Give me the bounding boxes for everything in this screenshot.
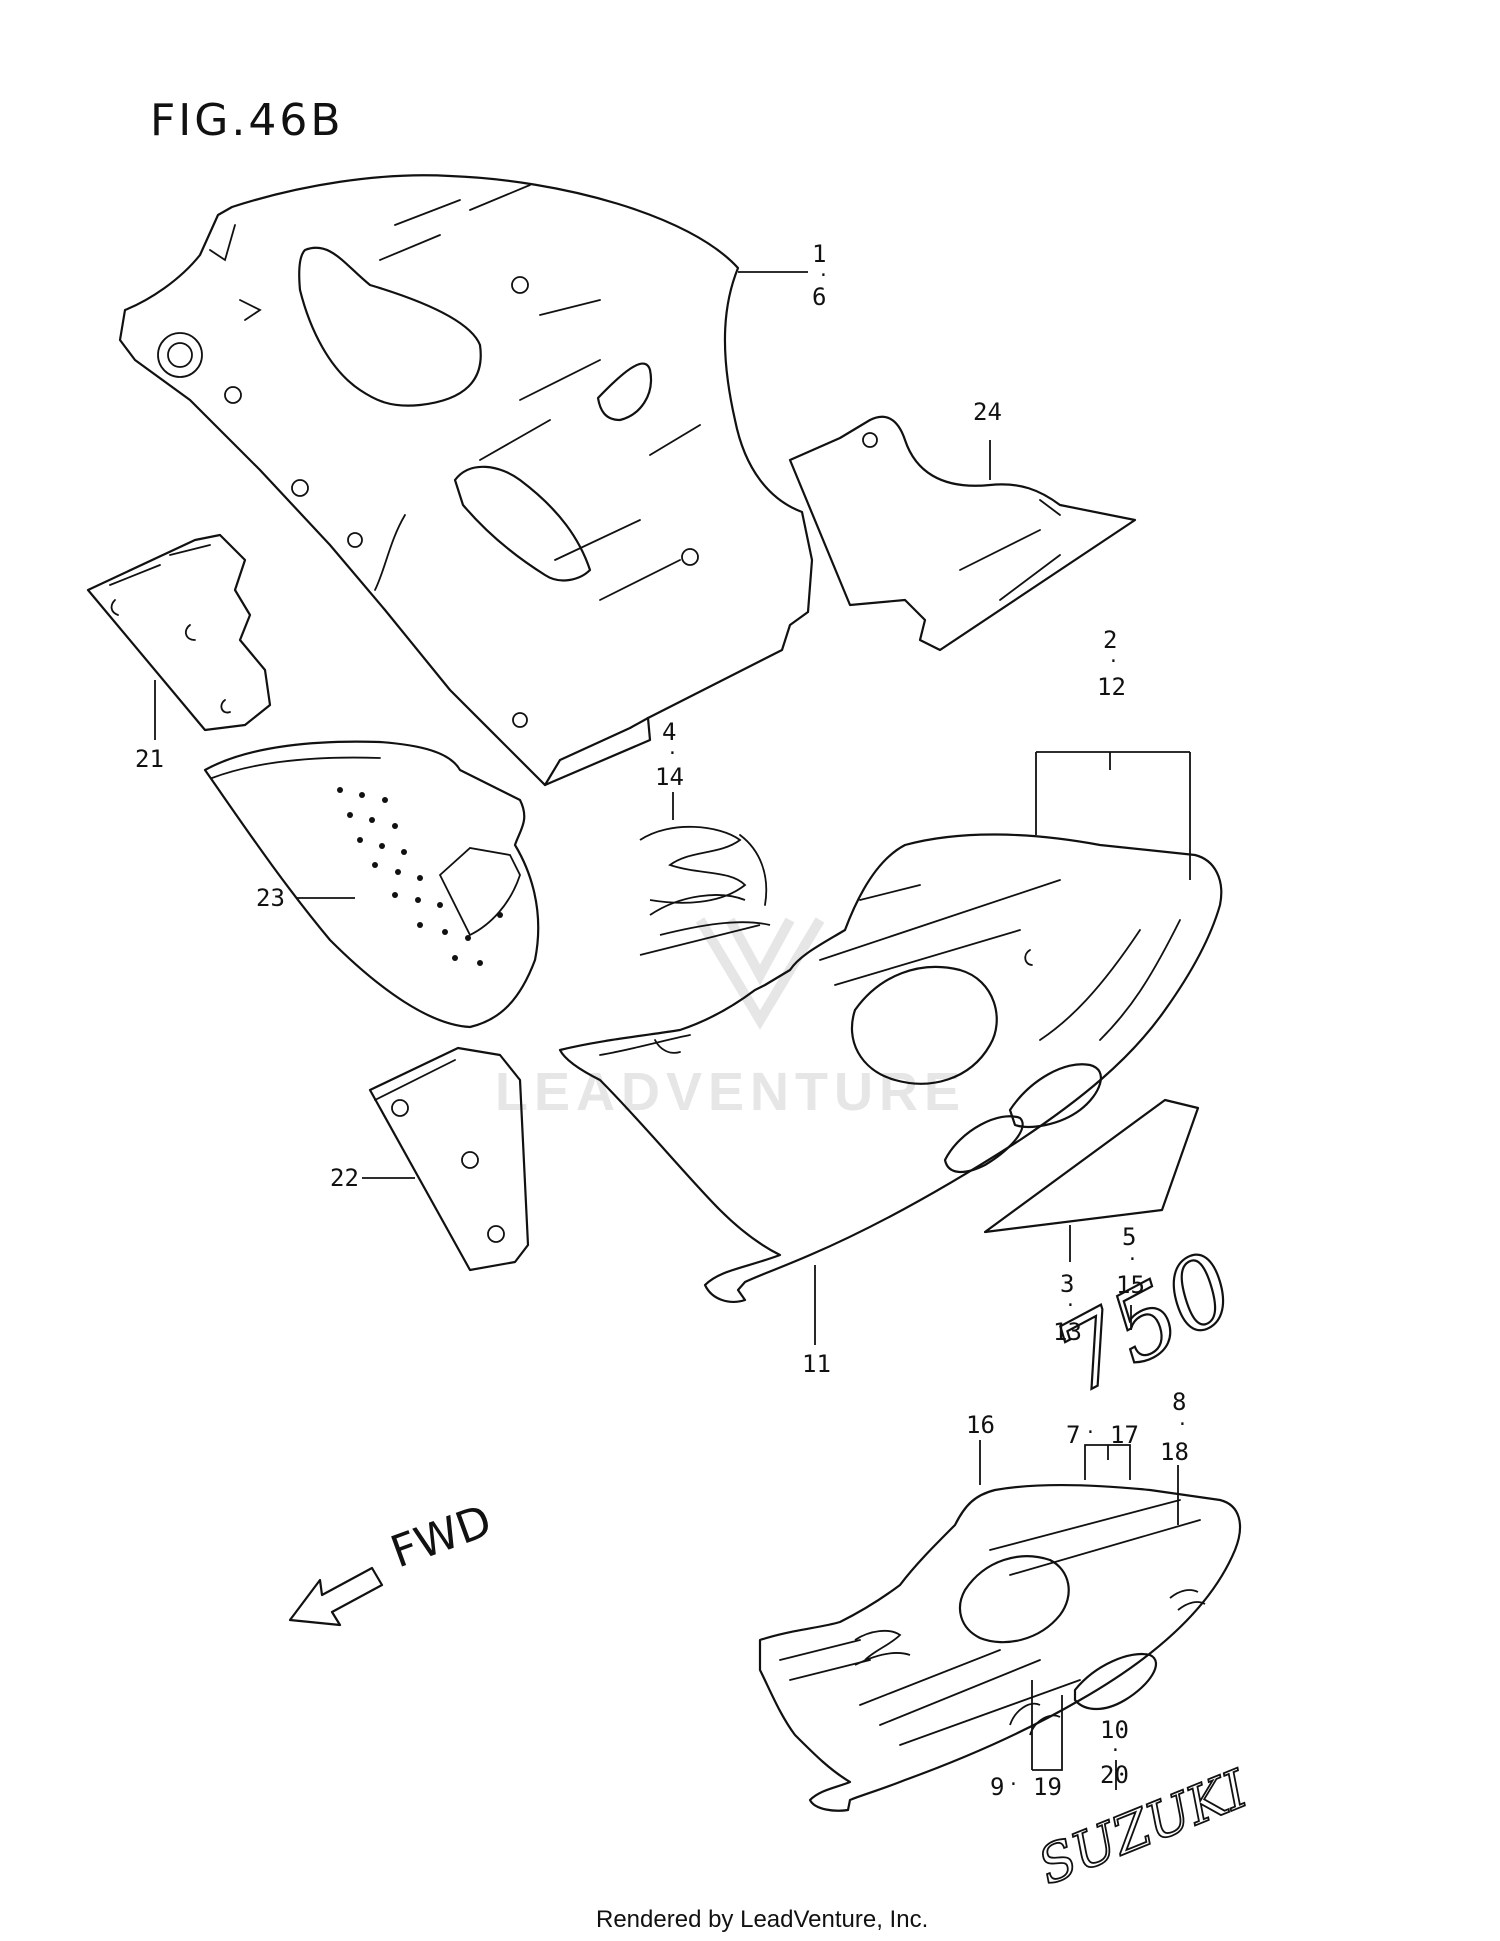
- callout-21: 21: [135, 745, 164, 773]
- callout-19: 19: [1033, 1773, 1062, 1801]
- callout-1: 1: [812, 240, 826, 268]
- callout-11: 11: [802, 1350, 831, 1378]
- callout-7: 7: [1066, 1421, 1080, 1449]
- svg-text:·: ·: [1085, 1422, 1096, 1443]
- inner-panel-part-24[interactable]: [788, 415, 1137, 652]
- perforation-holes: [337, 787, 503, 966]
- perforated-panel-part-23[interactable]: [203, 740, 540, 1029]
- svg-text:·: ·: [667, 743, 678, 764]
- fwd-label: FWD: [384, 1495, 498, 1578]
- callout-12: 12: [1097, 673, 1126, 701]
- figure-title: FIG.46B: [150, 95, 344, 146]
- callout-15: 15: [1116, 1271, 1145, 1299]
- callout-24: 24: [973, 398, 1002, 426]
- svg-text:·: ·: [1065, 1295, 1076, 1316]
- callout-3: 3: [1060, 1270, 1074, 1298]
- callout-22: 22: [330, 1164, 359, 1192]
- svg-text:·: ·: [1008, 1774, 1019, 1795]
- callout-16: 16: [966, 1411, 995, 1439]
- cover-plate-part-22[interactable]: [368, 1046, 530, 1272]
- forward-direction-indicator: FWD: [288, 1495, 498, 1627]
- callout-6: 6: [812, 283, 826, 311]
- svg-text:·: ·: [1108, 651, 1119, 672]
- side-fairing-part-1[interactable]: [118, 174, 814, 787]
- svg-text:·: ·: [818, 265, 829, 286]
- callout-18: 18: [1160, 1438, 1189, 1466]
- callout-2: 2: [1103, 626, 1117, 654]
- callout-20: 20: [1100, 1761, 1129, 1789]
- suzuki-decal-text: SUZUKI: [1030, 1759, 1257, 1897]
- leadventure-watermark: LEADVENTURE: [495, 917, 966, 1122]
- svg-text:·: ·: [1177, 1414, 1188, 1435]
- forward-arrow-icon: [288, 1566, 384, 1627]
- callout-10: 10: [1100, 1716, 1129, 1744]
- gsxr-decal-part-4[interactable]: [639, 825, 771, 956]
- callout-13: 13: [1053, 1318, 1082, 1346]
- callout-23: 23: [256, 884, 285, 912]
- footer-credit: Rendered by LeadVenture, Inc.: [596, 1906, 928, 1933]
- upper-fairing-part-2[interactable]: [558, 833, 1223, 1303]
- callout-14: 14: [655, 763, 684, 791]
- watermark-text: LEADVENTURE: [495, 1062, 966, 1122]
- leader-lines: [154, 271, 1191, 1790]
- callout-8: 8: [1172, 1388, 1186, 1416]
- callout-17: 17: [1110, 1421, 1139, 1449]
- callout-9: 9: [990, 1773, 1004, 1801]
- svg-text:·: ·: [1127, 1249, 1138, 1270]
- svg-text:·: ·: [1110, 1740, 1121, 1761]
- bracket-panel-part-21[interactable]: [86, 533, 272, 732]
- assembled-upper-fairing-part-16[interactable]: [758, 1483, 1242, 1812]
- suzuki-decal-part-10[interactable]: SUZUKI: [1029, 1758, 1257, 1898]
- callout-5: 5: [1122, 1223, 1136, 1251]
- callout-4: 4: [662, 718, 676, 746]
- callout-labels: 1 · 6 24 2 · 12 21 4 · 14 23 22 11 3 · 1…: [135, 240, 1189, 1801]
- triangle-decal-part-3[interactable]: [983, 1098, 1200, 1234]
